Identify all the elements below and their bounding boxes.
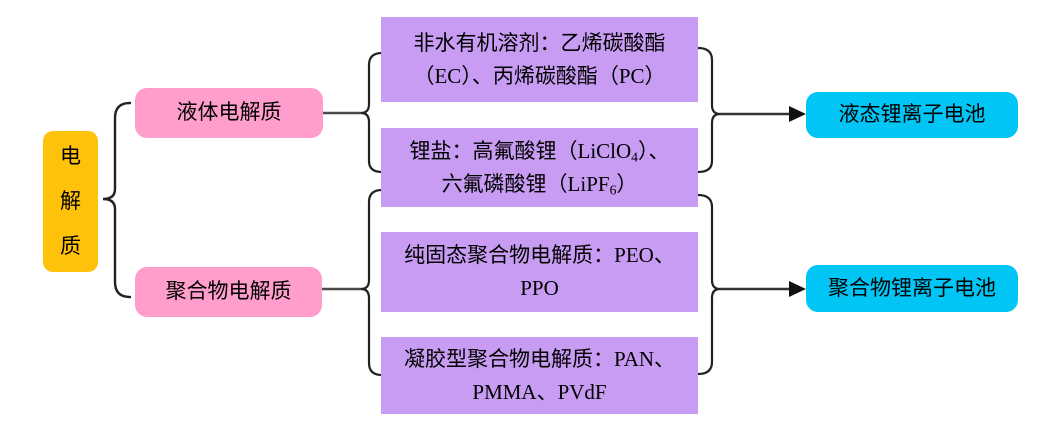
detail-line: PMMA、PVdF bbox=[472, 379, 607, 404]
branch-node-label: 聚合物电解质 bbox=[165, 279, 292, 304]
detail-line-text: 锂盐：高氟酸锂（LiClO bbox=[409, 138, 632, 163]
root-node-electrolyte: 电解质 bbox=[43, 131, 98, 272]
detail-line: 非水有机溶剂：乙烯碳酸酯 bbox=[413, 30, 666, 55]
detail-line-text: 六氟磷酸锂（LiPF bbox=[441, 171, 610, 196]
detail-line: （EC）、丙烯碳酸酯（PC） bbox=[413, 63, 666, 88]
outcome-node-polymer-li-ion-battery: 聚合物锂离子电池 bbox=[806, 265, 1018, 312]
branch-node-label: 液体电解质 bbox=[176, 100, 282, 125]
brace-upper-left-icon bbox=[360, 51, 384, 174]
outcome-node-label: 液态锂离子电池 bbox=[838, 102, 986, 127]
brace-upper-right-icon bbox=[696, 46, 721, 174]
brace-lower-right-icon bbox=[696, 193, 721, 376]
brace-lower-left-icon bbox=[360, 188, 384, 377]
root-node-label: 电解质 bbox=[60, 144, 81, 258]
outcome-node-liquid-li-ion-battery: 液态锂离子电池 bbox=[806, 92, 1018, 138]
detail-line: 六氟磷酸锂（LiPF6） bbox=[442, 168, 638, 201]
outcome-node-label: 聚合物锂离子电池 bbox=[828, 275, 996, 300]
detail-line: 纯固态聚合物电解质：PEO、 bbox=[404, 243, 675, 268]
detail-node-organic-solvents: 非水有机溶剂：乙烯碳酸酯 （EC）、丙烯碳酸酯（PC） bbox=[381, 17, 698, 102]
arrowhead-right-icon bbox=[789, 106, 806, 122]
detail-node-solid-polymer-electrolyte: 纯固态聚合物电解质：PEO、 PPO bbox=[381, 232, 698, 312]
detail-line-text: ） bbox=[616, 171, 638, 196]
detail-line: 凝胶型聚合物电解质：PAN、 bbox=[403, 346, 676, 371]
branch-node-liquid-electrolyte: 液体电解质 bbox=[135, 88, 323, 138]
arrowhead-right-icon bbox=[789, 281, 806, 297]
subscript-text: 4 bbox=[631, 149, 638, 165]
detail-line: PPO bbox=[520, 276, 559, 300]
detail-line: 锂盐：高氟酸锂（LiClO4）、 bbox=[410, 135, 670, 168]
subscript-text: 6 bbox=[609, 181, 617, 197]
detail-node-lithium-salts: 锂盐：高氟酸锂（LiClO4）、 六氟磷酸锂（LiPF6） bbox=[381, 128, 698, 207]
branch-node-polymer-electrolyte: 聚合物电解质 bbox=[135, 267, 322, 317]
detail-node-gel-polymer-electrolyte: 凝胶型聚合物电解质：PAN、 PMMA、PVdF bbox=[381, 337, 698, 414]
brace-root-icon bbox=[102, 101, 132, 299]
detail-line-text: ）、 bbox=[638, 138, 670, 163]
